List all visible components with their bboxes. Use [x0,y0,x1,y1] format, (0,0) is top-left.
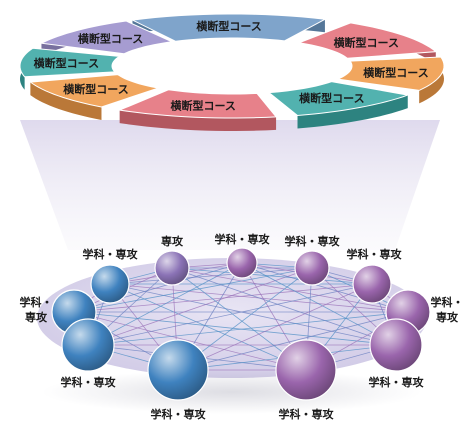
connection-line [73,283,373,313]
connection-line [109,283,307,371]
connection-line [109,267,313,285]
course-ring: 横断型コース横断型コース横断型コース横断型コース横断型コース横断型コース横断型コ… [19,13,445,131]
department-node [147,339,209,401]
node-label: 学科・専攻 [215,232,271,246]
department-node [294,250,330,286]
node-label: 学科・専攻 [347,247,403,261]
connection-line [171,267,397,346]
course-segment: 横断型コース [28,74,161,120]
course-segment: 横断型コース [336,56,445,104]
course-segment-top [267,81,410,116]
department-node [61,318,115,372]
course-segment-top [336,56,445,91]
course-segment-top [117,89,278,119]
course-label: 横断型コース [299,91,364,105]
course-segment-side [419,56,444,104]
course-segment-top [19,47,121,78]
course-segment-top [39,20,174,55]
course-label: 横断型コース [363,65,428,79]
node-label: 学科・専攻 [285,234,341,248]
connection-line [171,267,409,313]
node-label: 専攻 [161,234,184,248]
department-nodes: 学科・専攻学科・専攻学科・専攻専攻学科・専攻学科・専攻学科・専攻学科・専攻学科・… [20,232,461,421]
department-node [226,247,258,279]
node-sphere [154,250,190,286]
course-segment: 横断型コース [130,13,327,42]
course-segment: 横断型コース [117,89,278,131]
course-segment-top [130,13,327,42]
course-segment: 横断型コース [267,81,410,129]
course-segment-top [28,74,161,108]
node-label: 学科・専攻 [369,375,425,389]
connection-line [87,283,373,346]
node-label: 学科・専攻 [61,375,117,389]
course-label: 横断型コース [78,32,143,46]
department-node [275,339,337,401]
node-sphere [275,339,337,401]
connection-line [171,267,373,285]
connection-line [177,311,409,371]
node-label: 学科・専攻 [151,407,207,421]
connection-line [73,311,397,346]
course-segment-side [30,82,102,120]
node-sphere [352,264,392,304]
node-sphere [90,264,130,304]
connection-line [73,311,307,371]
node-label: 学科・専攻 [431,295,461,324]
connection-line [73,267,313,313]
department-node [352,264,392,304]
department-node [369,318,423,372]
node-sphere [294,250,330,286]
course-label: 横断型コース [63,82,128,96]
course-segment: 横断型コース [19,47,121,90]
node-sphere [147,339,209,401]
node-label: 学科・専攻 [83,247,139,261]
course-segment: 横断型コース [297,22,438,65]
course-label: 横断型コース [334,36,399,50]
department-node [154,250,190,286]
connection-line [87,311,409,346]
course-segment-top [297,22,438,59]
connection-line [241,262,397,346]
connection-line [109,283,397,346]
node-sphere [369,318,423,372]
node-sphere [61,318,115,372]
node-sphere [226,247,258,279]
course-segment: 横断型コース [39,20,174,57]
course-segment-side [119,110,277,131]
node-label: 学科・専攻 [279,407,335,421]
course-label: 横断型コース [34,56,99,70]
node-label: 学科・専攻 [20,295,53,324]
connector-beam [20,120,440,250]
connection-line [177,283,373,371]
department-node [90,264,130,304]
connection-line [241,262,409,313]
course-label: 横断型コース [196,19,261,33]
course-label: 横断型コース [170,98,235,112]
